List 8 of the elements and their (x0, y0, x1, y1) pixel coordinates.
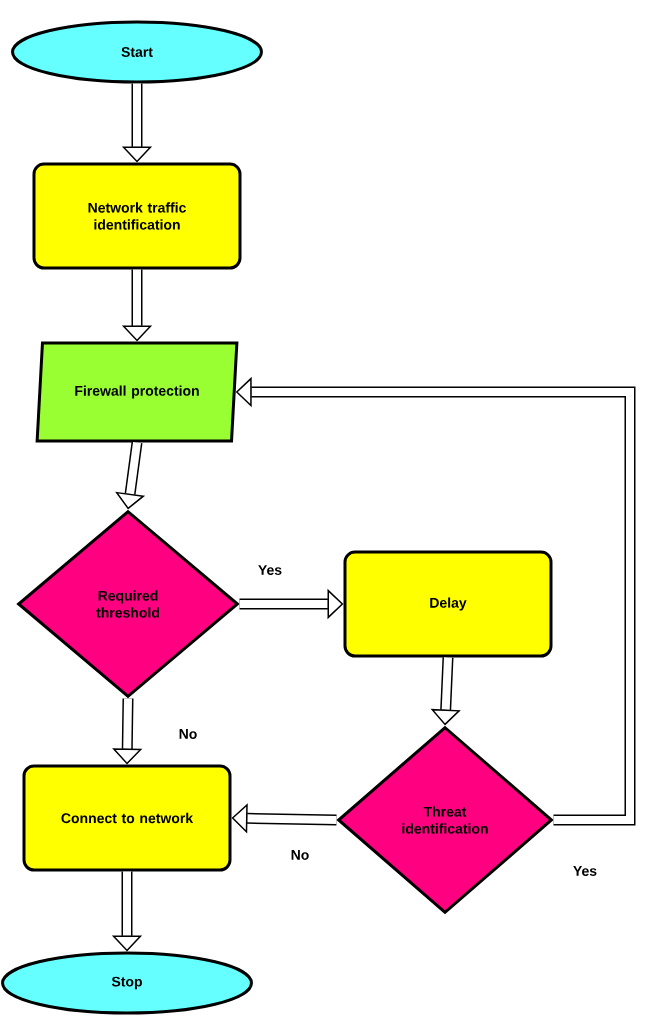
edge-label: Yes (571, 865, 599, 877)
process-box: Delay (343, 550, 553, 658)
process-box: Network traffic identification (32, 162, 242, 270)
input-parallelogram: Firewall protection (35, 341, 239, 443)
process-box: Connect to network (22, 764, 232, 872)
edge-label: Yes (256, 564, 284, 576)
edge-label: No (289, 849, 311, 861)
edge-label: No (177, 728, 199, 740)
